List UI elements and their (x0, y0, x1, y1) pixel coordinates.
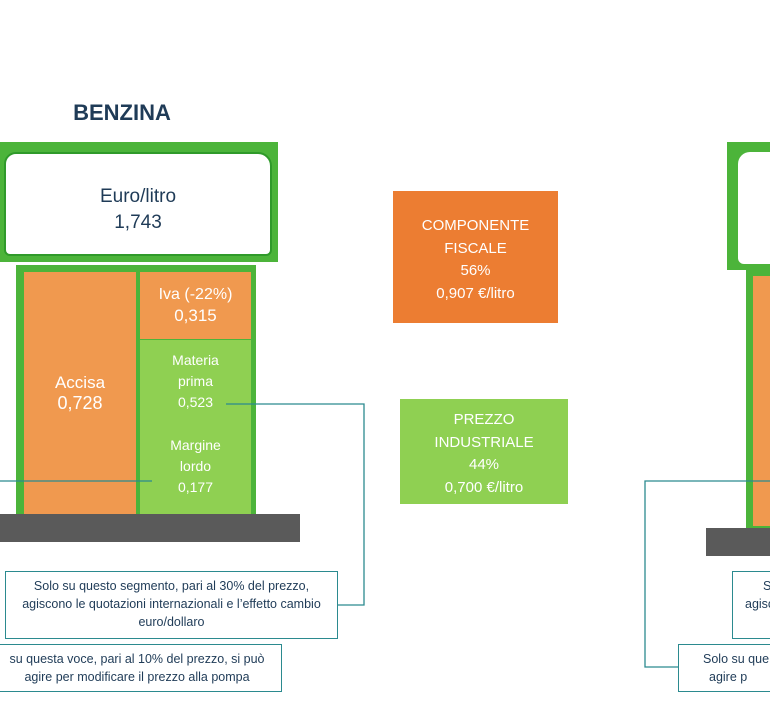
price-unit: Euro/litro (99, 186, 177, 207)
margine-label-2: lordo (179, 458, 212, 474)
accisa-value: 0,728 (57, 393, 103, 413)
right-top-line1: So (763, 577, 770, 595)
materia-callout-line3: euro/dollaro (138, 615, 205, 629)
fiscal-percent: 56% (460, 262, 491, 279)
right-materia-callout: So agisc (732, 571, 770, 639)
materia-connector (226, 403, 365, 606)
right-margine-connector (644, 480, 770, 668)
margine-callout: su questa voce, pari al 10% del prezzo, … (0, 644, 282, 692)
margine-callout-line1: su questa voce, pari al 10% del prezzo, … (9, 652, 265, 666)
right-pump-display (738, 152, 770, 264)
iva-segment: Iva (-22%) 0,315 (140, 272, 251, 339)
materia-value: 0,523 (177, 394, 214, 410)
accisa-segment: Accisa 0,728 (24, 272, 136, 514)
industrial-line1: PREZZO (453, 411, 515, 428)
right-pump-segment (753, 276, 770, 526)
fiscal-line1: COMPONENTE (421, 217, 530, 234)
right-pump-base (706, 528, 770, 556)
right-margine-callout: Solo su que agire p (678, 644, 770, 692)
fiscal-line2: FISCALE (444, 239, 507, 257)
materia-callout-line1: Solo su questo segmento, pari al 30% del… (33, 579, 310, 593)
pump-display: Euro/litro 1,743 (4, 152, 272, 256)
materia-callout-line2: agiscono le quotazioni internazionali e … (22, 597, 321, 611)
industrial-line2: INDUSTRIALE (434, 433, 534, 451)
industrial-percent: 44% (468, 456, 500, 473)
industrial-value: 0,700 €/litro (444, 478, 524, 496)
materia-label-1: Materia (172, 352, 219, 368)
industrial-segment: Materia prima 0,523 Margine lordo 0,177 (140, 340, 251, 514)
accisa-label: Accisa (54, 373, 106, 392)
fiscal-value: 0,907 €/litro (436, 284, 515, 302)
industrial-price-box: PREZZO INDUSTRIALE 44% 0,700 €/litro (400, 399, 568, 504)
right-bottom-line1: Solo su que (703, 652, 770, 666)
margine-value: 0,177 (177, 479, 214, 495)
price-total: 1,743 (114, 212, 162, 233)
margine-label-1: Margine (170, 437, 221, 453)
iva-label: Iva (-22%) (158, 286, 233, 303)
right-top-line2: agisc (745, 597, 770, 611)
materia-callout: Solo su questo segmento, pari al 30% del… (5, 571, 338, 639)
fuel-title: BENZINA (73, 100, 171, 125)
margine-callout-line2: agire per modificare il prezzo alla pomp… (24, 670, 250, 684)
materia-label-2: prima (177, 373, 213, 389)
fiscal-component-box: COMPONENTE FISCALE 56% 0,907 €/litro (393, 191, 558, 323)
right-bottom-line2: agire p (709, 670, 748, 684)
pump-base (0, 514, 300, 542)
iva-value: 0,315 (174, 306, 217, 325)
